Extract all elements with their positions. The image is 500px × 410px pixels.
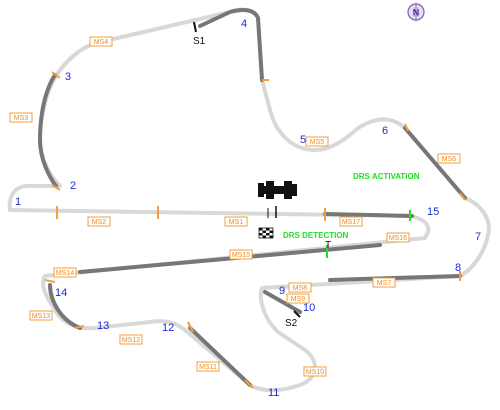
turn-10-label: 10 [303, 302, 315, 314]
dark-segment-t3 [37, 73, 58, 188]
marshal-post-ms11: MS11 [196, 361, 220, 372]
marshal-posts: MS1 MS2 MS3 MS4 MS5 MS6 MS7 MS8 MS9 MS10… [9, 36, 461, 377]
svg-text:MS14: MS14 [56, 270, 74, 277]
svg-text:MS16: MS16 [389, 235, 407, 242]
marshal-post-ms8: MS8 [288, 282, 312, 293]
turn-14-label: 14 [55, 287, 67, 299]
turn-3-label: 3 [65, 71, 71, 83]
marshal-post-ms2: MS2 [87, 216, 111, 227]
svg-text:MS11: MS11 [199, 364, 217, 371]
dark-segment-t6 [403, 126, 467, 200]
svg-text:MS7: MS7 [377, 280, 392, 287]
drs-activation-label: DRS ACTIVATION [353, 172, 420, 181]
turn-5-label: 5 [300, 134, 306, 146]
svg-text:MS15: MS15 [232, 252, 250, 259]
marshal-post-ms16: MS16 [386, 232, 410, 243]
sector-2-label: S2 [285, 318, 298, 329]
svg-text:MS4: MS4 [94, 39, 109, 46]
svg-text:MS10: MS10 [306, 369, 324, 376]
marshal-post-ms13: MS13 [29, 310, 53, 321]
marshal-post-ms10: MS10 [303, 366, 327, 377]
turn-11-label: 11 [268, 387, 279, 399]
drs-detection-label: DRS DETECTION [283, 231, 349, 240]
turn-labels: 1 2 3 4 5 6 7 8 9 10 11 12 13 14 15 [15, 18, 481, 399]
turn-6-label: 6 [382, 125, 388, 137]
sector-1-marker [193, 21, 197, 33]
dark-segment-t10 [263, 290, 302, 314]
marshal-post-ms17: MS17 [339, 216, 363, 227]
drs-zone-main-straight [323, 212, 414, 218]
marshal-post-ms5: MS5 [305, 136, 329, 147]
compass-icon: N [407, 1, 425, 23]
marshal-post-ms12: MS12 [119, 334, 143, 345]
timing-line-label: T [325, 240, 331, 251]
marshal-ticks [44, 71, 466, 389]
dark-segment-t14 [48, 283, 82, 330]
svg-text:MS17: MS17 [342, 219, 360, 226]
svg-text:MS9: MS9 [291, 296, 306, 303]
marshal-post-ms14: MS14 [53, 267, 77, 278]
sector-2-marker [293, 310, 301, 318]
marshal-post-ms4: MS4 [89, 36, 113, 47]
marshal-post-ms9: MS9 [286, 293, 310, 304]
svg-text:MS3: MS3 [14, 115, 29, 122]
chequered-flag-icon [258, 227, 274, 239]
svg-text:MS1: MS1 [229, 219, 244, 226]
turn-13-label: 13 [97, 320, 109, 332]
marshal-post-ms3: MS3 [9, 112, 33, 123]
compass-label: N [413, 8, 420, 18]
turn-7-label: 7 [475, 231, 481, 243]
dark-segment-t11 [188, 326, 252, 387]
marshal-post-ms1: MS1 [224, 216, 248, 227]
svg-text:MS12: MS12 [122, 337, 140, 344]
svg-text:MS2: MS2 [92, 219, 107, 226]
turn-2-label: 2 [70, 180, 76, 192]
track-outline [7, 7, 491, 393]
svg-text:MS5: MS5 [310, 139, 325, 146]
marshal-post-ms6: MS6 [437, 153, 461, 164]
turn-15-label: 15 [427, 206, 439, 218]
turn-8-label: 8 [455, 262, 461, 274]
marshal-post-ms15: MS15 [229, 249, 253, 260]
marshal-post-ms7: MS7 [372, 277, 396, 288]
svg-text:MS6: MS6 [442, 156, 457, 163]
turn-12-label: 12 [162, 322, 174, 334]
svg-text:MS13: MS13 [32, 313, 50, 320]
f1-car-icon [258, 181, 297, 199]
sector-1-label: S1 [193, 36, 206, 47]
turn-9-label: 9 [279, 285, 285, 297]
turn-1-label: 1 [15, 196, 21, 208]
dark-segment-t4 [198, 8, 264, 82]
turn-4-label: 4 [241, 18, 247, 30]
svg-text:MS8: MS8 [293, 285, 308, 292]
